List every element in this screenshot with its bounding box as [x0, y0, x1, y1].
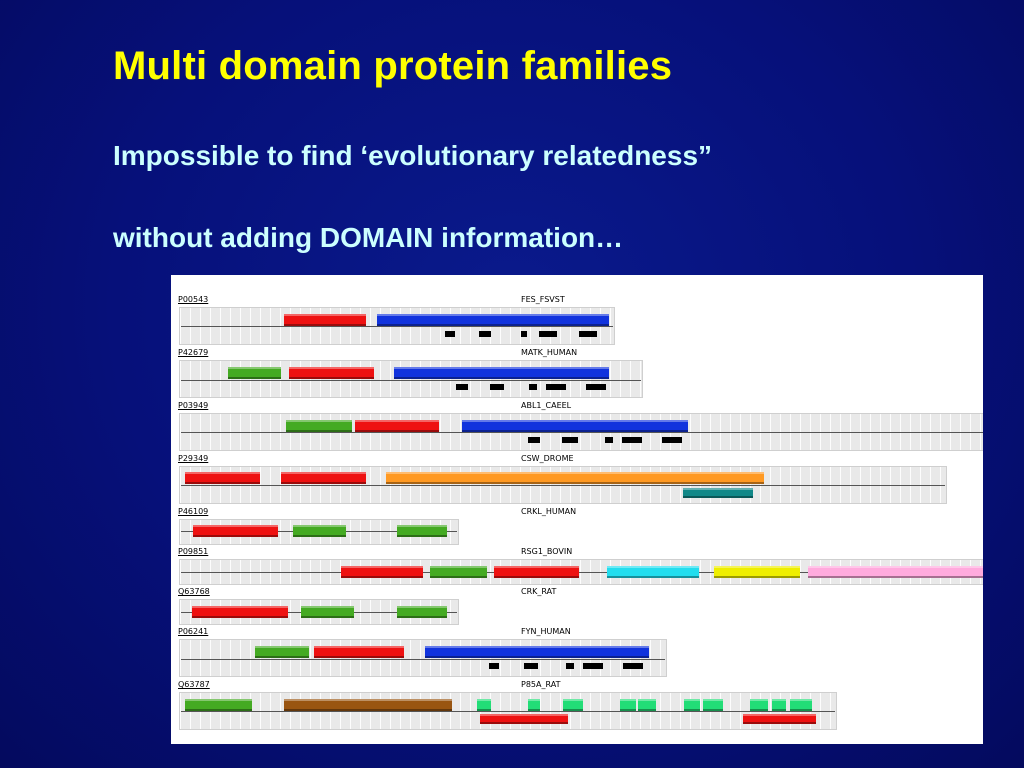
- domain-red[interactable]: [192, 606, 288, 618]
- domain-bright-green[interactable]: [684, 699, 700, 711]
- sequence-backbone: [181, 711, 835, 712]
- domain-red[interactable]: [185, 472, 260, 484]
- motif-block: [566, 663, 574, 669]
- domain-green[interactable]: [397, 525, 447, 537]
- motif-block: [562, 437, 578, 443]
- protein-name: CRK_RAT: [521, 587, 557, 596]
- domain-red[interactable]: [314, 646, 404, 658]
- accession-link[interactable]: Q63768: [178, 587, 210, 596]
- domain-green[interactable]: [293, 525, 346, 537]
- sequence-track: [179, 360, 643, 398]
- motif-block: [579, 331, 597, 337]
- domain-red[interactable]: [289, 367, 374, 379]
- domain-bright-green[interactable]: [750, 699, 768, 711]
- accession-link[interactable]: P46109: [178, 507, 209, 516]
- motif-block: [583, 663, 603, 669]
- slide-title: Multi domain protein families: [113, 44, 673, 88]
- motif-block: [456, 384, 468, 390]
- domain-orange[interactable]: [386, 472, 764, 484]
- domain-bright-green[interactable]: [528, 699, 540, 711]
- protein-name: CSW_DROME: [521, 454, 574, 463]
- sequence-track: [179, 639, 667, 677]
- protein-name: ABL1_CAEEL: [521, 401, 572, 410]
- domain-green[interactable]: [255, 646, 309, 658]
- protein-name: RSG1_BOVIN: [521, 547, 573, 556]
- domain-bright-green[interactable]: [790, 699, 812, 711]
- domain-green[interactable]: [185, 699, 252, 711]
- domain-brown[interactable]: [284, 699, 452, 711]
- domain-green[interactable]: [397, 606, 447, 618]
- domain-bright-green[interactable]: [563, 699, 583, 711]
- motif-block: [622, 437, 642, 443]
- domain-green[interactable]: [301, 606, 354, 618]
- domain-green[interactable]: [228, 367, 281, 379]
- domain-blue[interactable]: [394, 367, 609, 379]
- sequence-backbone: [181, 572, 983, 573]
- accession-link[interactable]: P00543: [178, 295, 209, 304]
- domain-architecture-panel: P00543 FES_FSVST P42679 MATK_HUMAN P0394…: [171, 275, 983, 744]
- domain-bright-green[interactable]: [703, 699, 723, 711]
- sequence-backbone: [181, 380, 641, 381]
- motif-block: [445, 331, 455, 337]
- protein-name: FES_FSVST: [521, 295, 565, 304]
- domain-pink[interactable]: [808, 566, 983, 578]
- motif-block: [529, 384, 537, 390]
- subtitle-line-2: without adding DOMAIN information…: [113, 222, 624, 253]
- domain-red[interactable]: [743, 714, 816, 724]
- accession-link[interactable]: P29349: [178, 454, 209, 463]
- subtitle-line-1: Impossible to find ‘evolutionary related…: [113, 140, 713, 171]
- motif-block: [521, 331, 527, 337]
- domain-blue[interactable]: [377, 314, 609, 326]
- motif-block: [605, 437, 613, 443]
- motif-block: [489, 663, 499, 669]
- domain-cyan[interactable]: [607, 566, 699, 578]
- domain-red[interactable]: [341, 566, 423, 578]
- domain-bright-green[interactable]: [772, 699, 786, 711]
- motif-block: [479, 331, 491, 337]
- domain-red[interactable]: [494, 566, 579, 578]
- motif-block: [490, 384, 504, 390]
- domain-blue[interactable]: [462, 420, 688, 432]
- motif-block: [539, 331, 557, 337]
- motif-block: [528, 437, 540, 443]
- accession-link[interactable]: P03949: [178, 401, 209, 410]
- motif-block: [586, 384, 606, 390]
- motif-block: [623, 663, 643, 669]
- domain-bright-green[interactable]: [477, 699, 491, 711]
- protein-name: FYN_HUMAN: [521, 627, 571, 636]
- accession-link[interactable]: P06241: [178, 627, 209, 636]
- domain-yellow[interactable]: [714, 566, 800, 578]
- sequence-backbone: [181, 659, 665, 660]
- accession-link[interactable]: P09851: [178, 547, 209, 556]
- motif-block: [524, 663, 538, 669]
- sequence-backbone: [181, 432, 983, 433]
- sequence-backbone: [181, 485, 945, 486]
- protein-name: CRKL_HUMAN: [521, 507, 577, 516]
- domain-blue[interactable]: [425, 646, 649, 658]
- domain-red[interactable]: [193, 525, 278, 537]
- protein-name: MATK_HUMAN: [521, 348, 578, 357]
- motif-block: [662, 437, 682, 443]
- domain-red[interactable]: [284, 314, 366, 326]
- domain-teal[interactable]: [683, 488, 753, 498]
- protein-name: P85A_RAT: [521, 680, 561, 689]
- domain-bright-green[interactable]: [620, 699, 636, 711]
- domain-bright-green[interactable]: [638, 699, 656, 711]
- accession-link[interactable]: P42679: [178, 348, 209, 357]
- sequence-backbone: [181, 326, 613, 327]
- motif-block: [546, 384, 566, 390]
- domain-red[interactable]: [355, 420, 439, 432]
- domain-green[interactable]: [430, 566, 487, 578]
- domain-red[interactable]: [480, 714, 568, 724]
- domain-green[interactable]: [286, 420, 352, 432]
- accession-link[interactable]: Q63787: [178, 680, 210, 689]
- domain-red[interactable]: [281, 472, 366, 484]
